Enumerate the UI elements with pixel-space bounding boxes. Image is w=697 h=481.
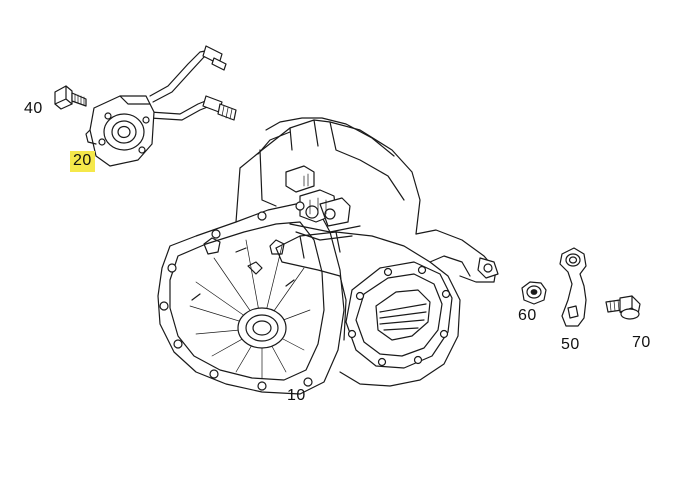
nut-part [521, 281, 547, 305]
transmission-part [157, 117, 499, 395]
bolt-right-part [605, 295, 641, 320]
bracket-part [559, 247, 587, 327]
callout-slave-cylinder: 20 [70, 151, 95, 172]
callout-bolt-right: 70 [632, 334, 651, 351]
slave-cylinder-part [85, 45, 237, 167]
callout-bracket: 50 [561, 336, 580, 353]
callout-bolt-left: 40 [24, 100, 43, 117]
callout-transmission: 10 [287, 387, 306, 404]
callout-nut: 60 [518, 307, 537, 324]
bolt-left-part [54, 85, 87, 110]
